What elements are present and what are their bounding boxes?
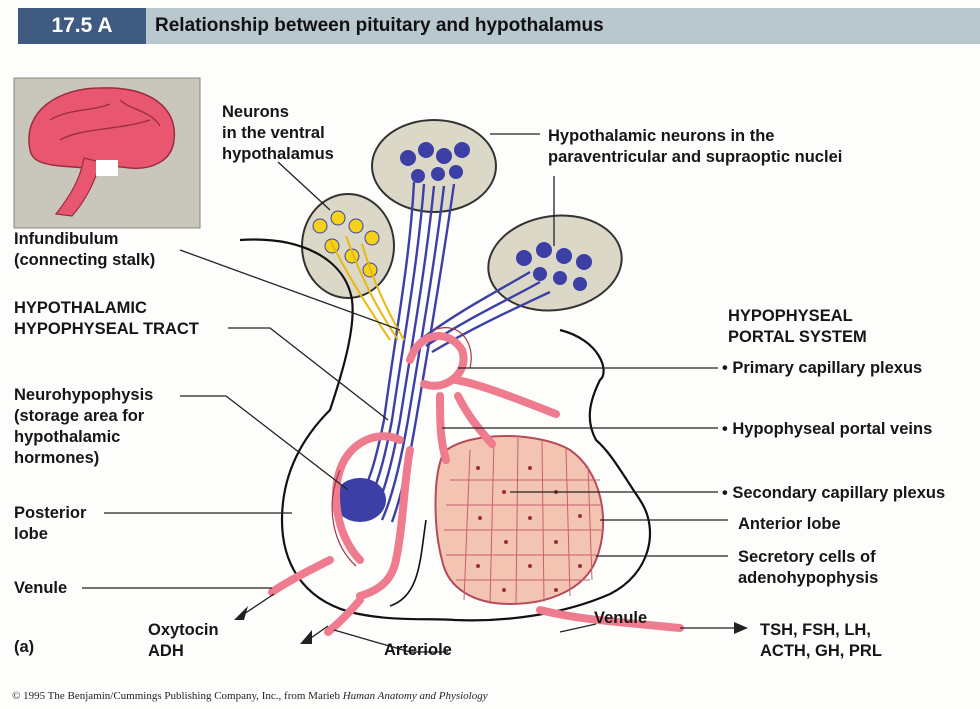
hypophyseal-portal-vessels xyxy=(268,332,684,636)
figure-number: 17.5 A xyxy=(18,8,146,44)
label-secretory-cells: Secretory cells of adenohypophysis xyxy=(738,548,879,587)
label-posterior-lobe: Posterior lobe xyxy=(14,504,87,543)
figure-title: Relationship between pituitary and hypot… xyxy=(155,15,604,36)
label-panel-letter: (a) xyxy=(14,638,35,656)
label-arteriole: Arteriole xyxy=(384,641,452,659)
anterior-lobe xyxy=(434,435,605,606)
leader-lines xyxy=(82,133,728,653)
lobe-divider xyxy=(389,519,427,607)
ventral-axons xyxy=(329,235,405,341)
label-secondary-plexus: • Secondary capillary plexus xyxy=(722,484,946,502)
label-neurons-ventral: Neurons in the ventral hypothalamus xyxy=(222,103,334,163)
ventral-neurons-bubble xyxy=(301,193,395,299)
label-portal-veins: • Hypophyseal portal veins xyxy=(722,420,933,438)
copyright-text: © 1995 The Benjamin/Cummings Publishing … xyxy=(12,690,340,702)
label-anterior-lobe: Anterior lobe xyxy=(738,515,841,533)
copyright-footer: © 1995 The Benjamin/Cummings Publishing … xyxy=(12,690,488,702)
label-oxytocin-adh: Oxytocin ADH xyxy=(148,621,219,660)
arrowheads xyxy=(234,606,748,644)
brain-thumbnail xyxy=(13,77,201,229)
label-hormones: TSH, FSH, LH, ACTH, GH, PRL xyxy=(760,621,882,660)
paraventricular-neuron-bodies xyxy=(400,142,470,183)
label-hypothalamic-neurons: Hypothalamic neurons in the paraventricu… xyxy=(548,127,843,166)
arrow-shafts xyxy=(243,593,740,641)
title-bar xyxy=(18,8,980,44)
vessel-outlines xyxy=(331,327,472,567)
label-primary-plexus: • Primary capillary plexus xyxy=(722,359,923,377)
label-hypothalamic-tract: HYPOTHALAMIC HYPOPHYSEAL TRACT xyxy=(14,299,199,338)
anterior-lobe-cells xyxy=(444,437,604,605)
label-infundibulum: Infundibulum (connecting stalk) xyxy=(14,230,156,269)
pituitary-outline xyxy=(239,238,652,622)
anterior-cell-nuclei xyxy=(476,466,582,592)
book-title: Human Anatomy and Physiology xyxy=(342,690,488,702)
label-portal-system: HYPOPHYSEAL PORTAL SYSTEM xyxy=(728,307,867,346)
label-neurohypophysis: Neurohypophysis (storage area for hypoth… xyxy=(14,386,154,467)
label-venule-right: Venule xyxy=(594,609,648,627)
supraoptic-neuron-bodies xyxy=(516,242,592,291)
paraventricular-nucleus-bubble xyxy=(371,119,497,213)
supraoptic-nucleus-bubble xyxy=(487,214,623,312)
label-venule-left: Venule xyxy=(14,579,68,597)
